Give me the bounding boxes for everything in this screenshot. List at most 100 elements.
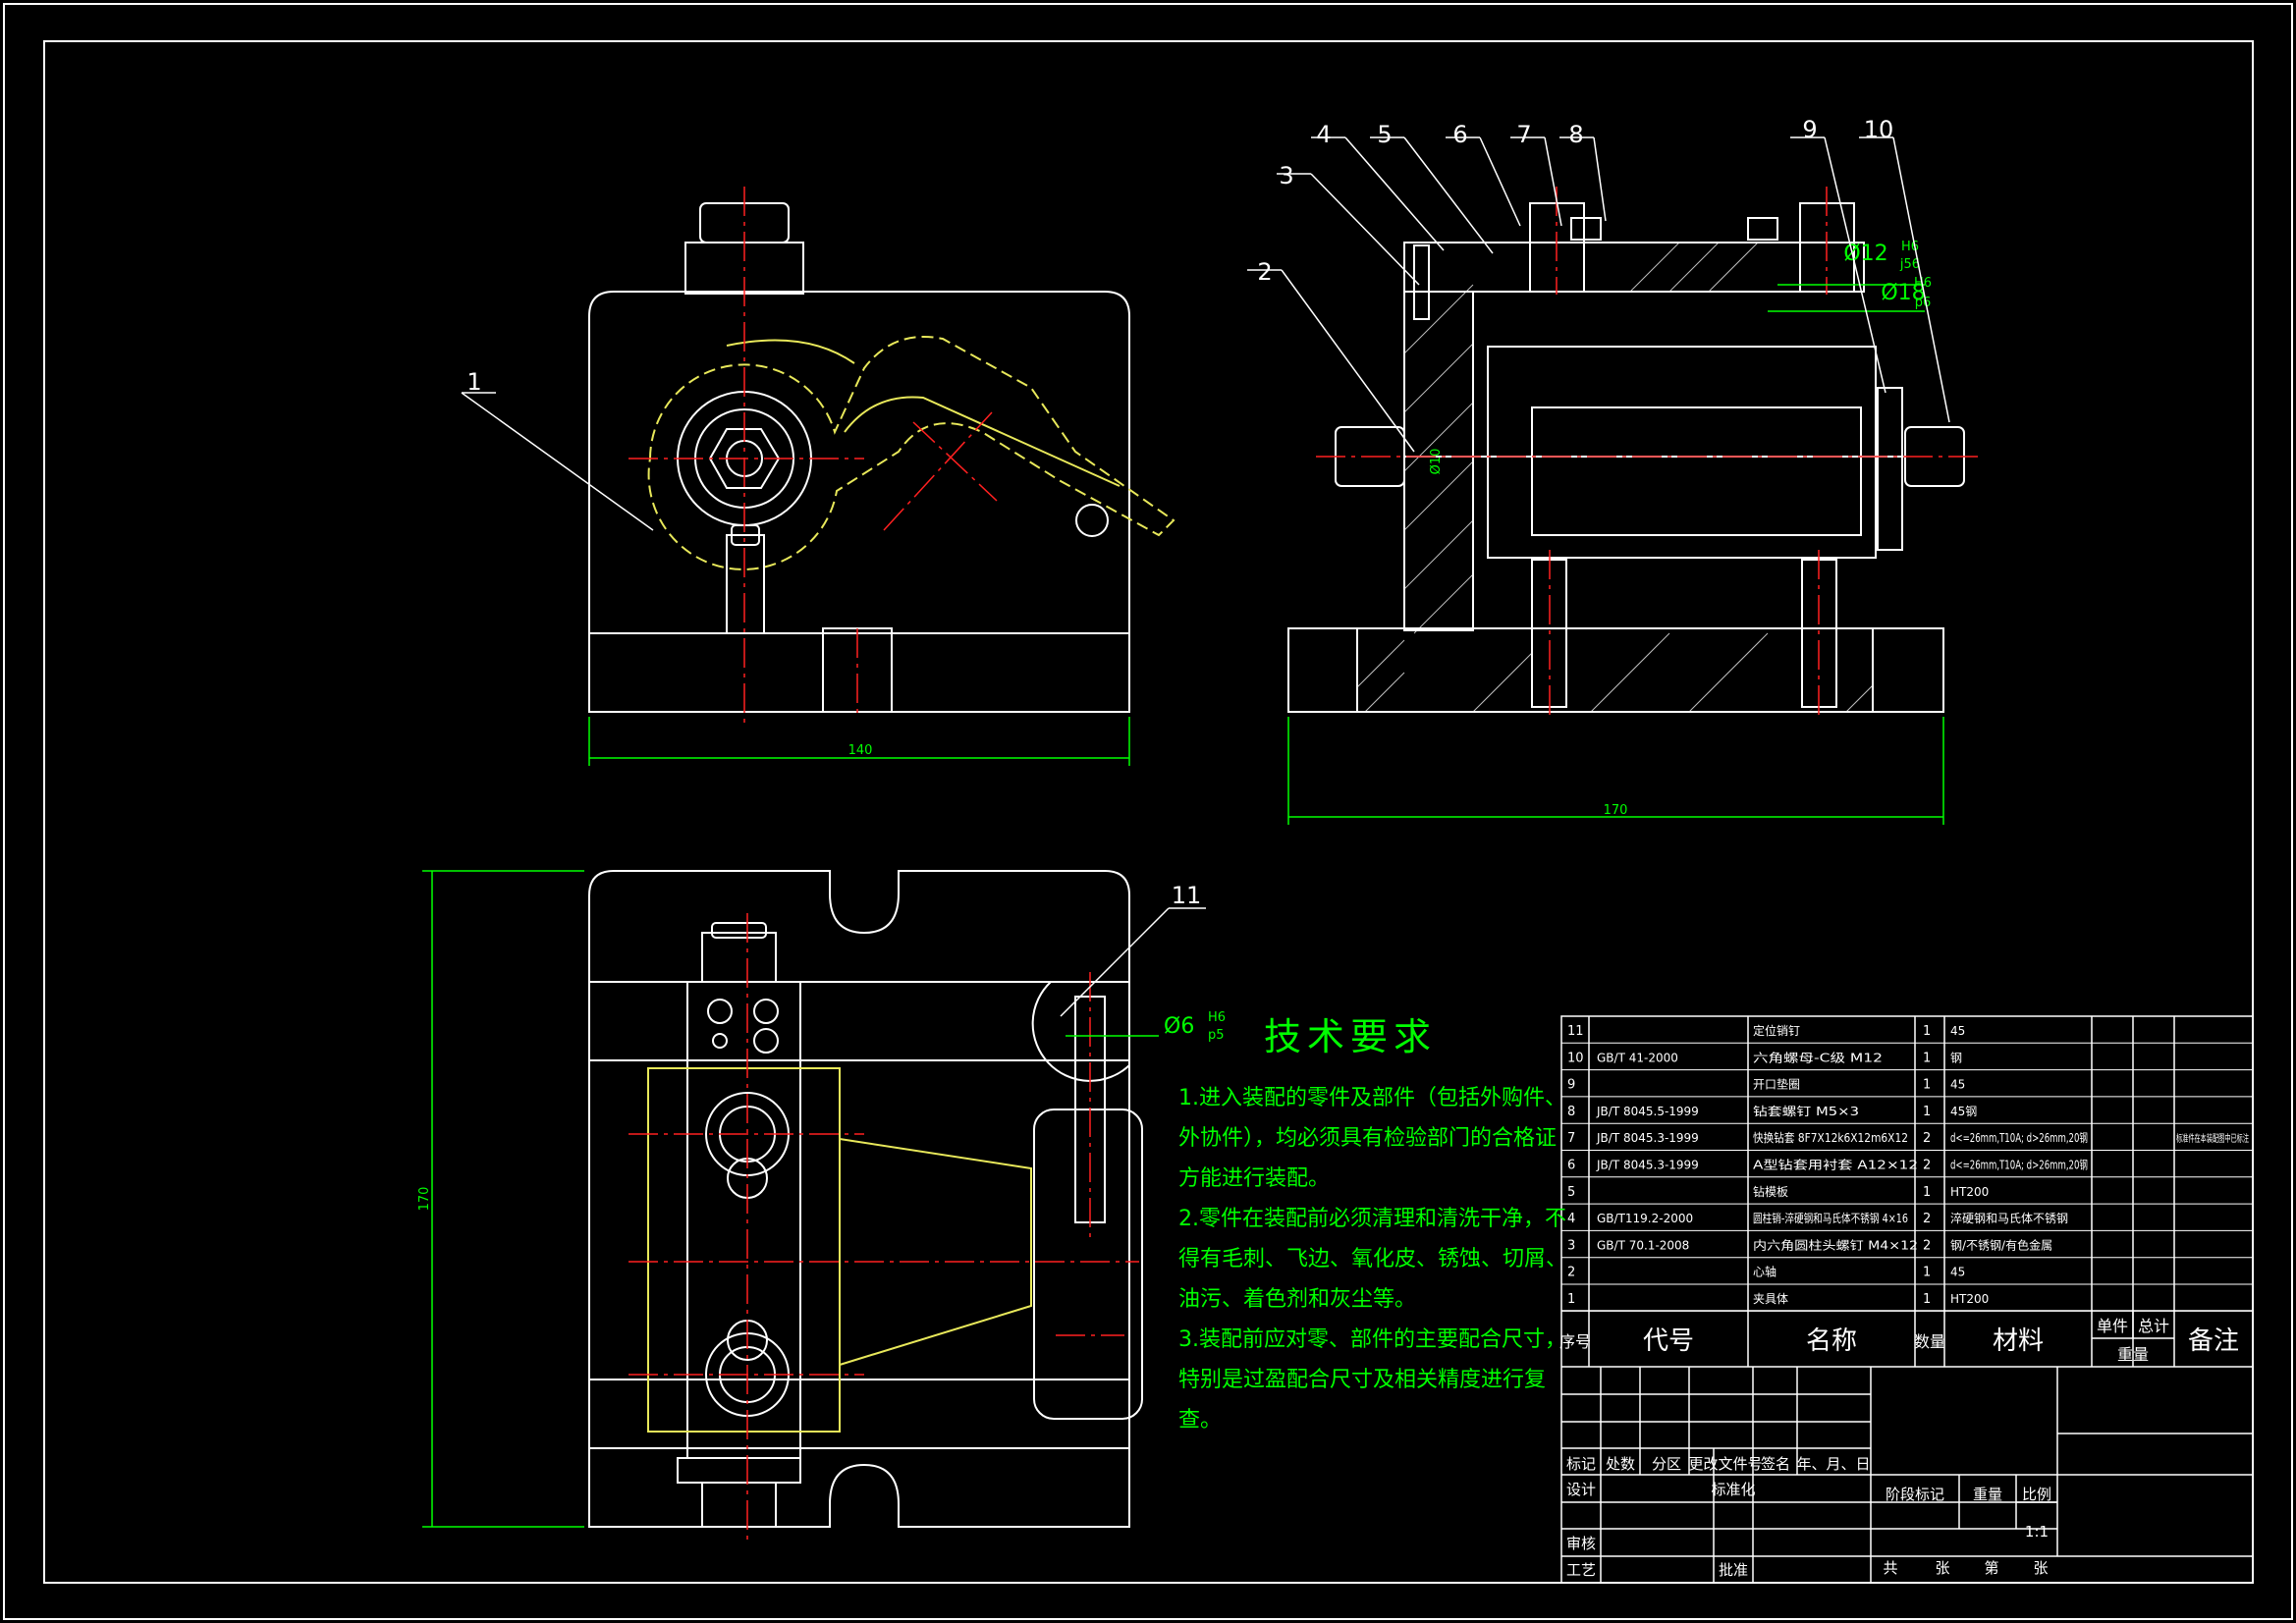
technical-requirements: 技术要求 1.进入装配的零件及部件（包括外购件、 外协件），均必须具有检验部门的…: [1178, 1006, 1568, 1440]
parts-cell-qty: 1: [1923, 1292, 1931, 1307]
parts-cell-code: JB/T 8045.3-1999: [1596, 1131, 1699, 1145]
parts-cell-no: 6: [1567, 1159, 1575, 1173]
fit-callout-upper-6: H6: [1208, 1010, 1226, 1025]
parts-cell-no: 3: [1567, 1238, 1575, 1253]
fit-callout-lower-18: p6: [1915, 296, 1932, 310]
fit-callout-lower-12: j56: [1899, 257, 1920, 272]
side-leader-5: 5: [1377, 121, 1392, 148]
parts-cell-material: 45钢: [1950, 1105, 1977, 1118]
parts-cell-material: 45: [1950, 1078, 1965, 1092]
tech-line: 3.装配前应对零、部件的主要配合尺寸，: [1178, 1327, 1566, 1352]
header-qty: 数量: [1914, 1332, 1945, 1351]
header-no: 序号: [1559, 1332, 1591, 1351]
title-block-label: 设计: [1566, 1481, 1596, 1498]
front-view: 140 1: [461, 187, 1175, 766]
side-leader-10: 10: [1864, 116, 1894, 143]
tech-line: 外协件），均必须具有检验部门的合格证: [1178, 1126, 1558, 1151]
parts-cell-no: 2: [1567, 1266, 1575, 1280]
fit-callout-dia-18: Ø18: [1881, 281, 1925, 305]
top-leader-11: 11: [1172, 882, 1202, 909]
parts-cell-qty: 1: [1923, 1051, 1931, 1065]
parts-cell-material: 钢: [1950, 1051, 1962, 1064]
title-block-scale: 1:1: [2025, 1523, 2049, 1541]
parts-cell-name: 心轴: [1753, 1265, 1777, 1279]
parts-cell-no: 8: [1567, 1105, 1575, 1119]
outer-border: [3, 3, 2293, 1620]
tech-line: 得有毛刺、飞边、氧化皮、锈蚀、切屑、: [1178, 1247, 1568, 1271]
parts-cell-no: 10: [1567, 1051, 1584, 1065]
top-view: 170 Ø6 H6 p5 11: [417, 870, 1226, 1542]
side-leader-7: 7: [1516, 121, 1531, 148]
header-weight: 重量: [2117, 1345, 2149, 1364]
parts-cell-material: 45: [1950, 1266, 1965, 1279]
tech-line: 查。: [1178, 1408, 1223, 1433]
header-material: 材料: [1993, 1326, 2044, 1356]
parts-cell-code: JB/T 8045.5-1999: [1596, 1105, 1699, 1118]
parts-cell-no: 5: [1567, 1185, 1575, 1200]
parts-cell-name: 定位销钉: [1753, 1023, 1800, 1038]
parts-cell-qty: 2: [1923, 1159, 1931, 1173]
title-block-label: 分区: [1652, 1455, 1681, 1473]
front-dim-width: 140: [848, 743, 873, 758]
side-leader-8: 8: [1568, 121, 1583, 148]
parts-cell-qty: 1: [1923, 1266, 1931, 1280]
parts-cell-no: 1: [1567, 1292, 1575, 1307]
parts-cell-no: 11: [1567, 1024, 1584, 1039]
title-block-label: 阶段标记: [1886, 1486, 1944, 1503]
parts-cell-material: d<=26mm,T10A; d>26mm,20钢: [1950, 1131, 2088, 1145]
side-view: 170 Ø12 H6 j56 Ø18 H6 p6 Ø10 2 3 4 5 6 7…: [1247, 116, 1979, 825]
title-block-label: 重量: [1973, 1486, 2002, 1503]
title-block-label: 处数: [1606, 1455, 1635, 1473]
parts-cell-name: 快换钻套 8F7X12k6X12m6X12: [1753, 1130, 1908, 1145]
side-leader-2: 2: [1257, 258, 1272, 286]
parts-cell-material: 淬硬钢和马氏体不锈钢: [1950, 1211, 2068, 1225]
parts-cell-qty: 2: [1923, 1238, 1931, 1253]
parts-cell-qty: 2: [1923, 1212, 1931, 1226]
parts-cell-qty: 1: [1923, 1078, 1931, 1093]
fit-callout-upper-18: H6: [1914, 276, 1932, 291]
parts-cell-code: GB/T119.2-2000: [1597, 1212, 1693, 1225]
parts-cell-material: d<=26mm,T10A; d>26mm,20钢: [1950, 1159, 2088, 1172]
parts-cell-qty: 1: [1923, 1105, 1931, 1119]
parts-cell-name: 圆柱销-淬硬钢和马氏体不锈钢 4×16: [1753, 1211, 1908, 1225]
parts-cell-no: 9: [1567, 1078, 1575, 1093]
header-unit-weight: 单件: [2097, 1317, 2128, 1335]
side-leader-3: 3: [1279, 162, 1293, 189]
title-block-label: 共: [1883, 1559, 1897, 1577]
tech-line: 方能进行装配。: [1178, 1166, 1331, 1191]
title-block-label: 审核: [1566, 1535, 1596, 1552]
parts-cell-qty: 1: [1923, 1185, 1931, 1200]
side-leader-9: 9: [1802, 116, 1817, 143]
title-block-label: 比例: [2022, 1486, 2051, 1503]
parts-cell-qty: 2: [1923, 1131, 1931, 1146]
title-block-label: 张: [1935, 1559, 1949, 1577]
parts-cell-name: 夹具体: [1753, 1292, 1788, 1306]
parts-cell-material: 钢/不锈钢/有色金属: [1950, 1237, 2052, 1252]
side-leader-6: 6: [1452, 121, 1467, 148]
parts-cell-code: GB/T 41-2000: [1597, 1051, 1678, 1064]
parts-cell-code: GB/T 70.1-2008: [1597, 1238, 1689, 1252]
parts-cell-name: 开口垫圈: [1753, 1077, 1800, 1092]
parts-cell-name: 钻套螺钉 M5×3: [1753, 1104, 1859, 1118]
title-block-label: 签名: [1761, 1455, 1790, 1473]
header-remark: 备注: [2188, 1326, 2239, 1356]
title-block-label: 年、月、日: [1796, 1455, 1870, 1473]
title-block-label: 批准: [1719, 1561, 1748, 1579]
header-total-weight: 总计: [2138, 1317, 2169, 1335]
fit-callout-dia-6: Ø6: [1164, 1014, 1194, 1039]
parts-cell-name: 钻模板: [1753, 1184, 1788, 1199]
title-block-label: 标准化: [1711, 1481, 1755, 1498]
title-block-label: 张: [2033, 1559, 2048, 1577]
parts-cell-code: JB/T 8045.3-1999: [1596, 1159, 1699, 1172]
header-name: 名称: [1806, 1326, 1857, 1356]
parts-cell-name: 六角螺母-C级 M12: [1753, 1051, 1883, 1064]
title-block: 标记处数分区更改文件号签名年、月、日设计标准化审核工艺批准阶段标记重量比例共张第…: [1561, 1367, 2253, 1583]
tech-requirements-title: 技术要求: [1263, 1015, 1437, 1058]
tech-line: 1.进入装配的零件及部件（包括外购件、: [1178, 1086, 1566, 1110]
front-leader-1: 1: [466, 368, 481, 396]
fit-callout-dia-10: Ø10: [1429, 449, 1444, 475]
tech-line: 2.零件在装配前必须清理和清洗干净，不: [1178, 1207, 1566, 1231]
parts-cell-no: 4: [1567, 1212, 1575, 1226]
